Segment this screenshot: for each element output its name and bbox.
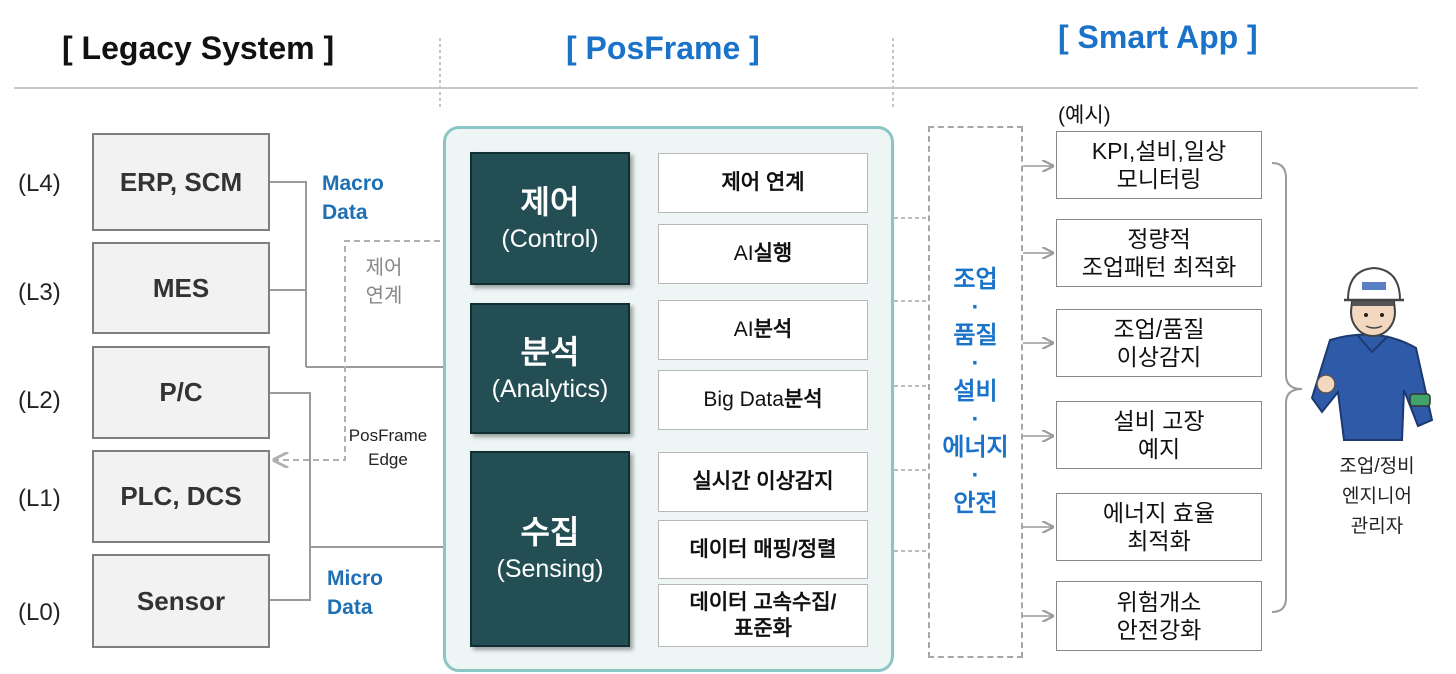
macro-line-erp xyxy=(270,181,307,367)
domain-column: 조업 · 품질 · 설비 · 에너지 · 안전 xyxy=(928,126,1023,658)
smart-app-header: [ Smart App ] xyxy=(1058,19,1258,55)
micro-line-pc xyxy=(270,392,311,601)
engineer-role-label: 조업/정비 엔지니어 관리자 xyxy=(1339,456,1415,537)
legacy-mes: MES xyxy=(92,242,270,334)
func-data-collection: 데이터 고속수집/ 표준화 xyxy=(658,584,868,647)
core-control: 제어 (Control) xyxy=(470,152,630,285)
func-ai-execution: AI 실행 xyxy=(658,224,868,284)
domain-operation: 조업 xyxy=(953,266,998,293)
legacy-system-header: [ Legacy System ] xyxy=(62,30,335,66)
level-l4: (L4) xyxy=(18,170,61,197)
macro-data-label: Macro Data xyxy=(322,172,384,224)
legacy-pc: P/C xyxy=(92,346,270,439)
domain-quality: 품질 xyxy=(953,322,998,349)
legacy-plc-dcs: PLC, DCS xyxy=(92,450,270,543)
level-l0: (L0) xyxy=(18,599,61,626)
control-link-dashed xyxy=(274,240,470,460)
apps-brace xyxy=(1271,162,1303,613)
level-l1: (L1) xyxy=(18,485,61,512)
legacy-erp-scm: ERP, SCM xyxy=(92,133,270,231)
func-ai-analysis: AI 분석 xyxy=(658,300,868,360)
core-sensing: 수집 (Sensing) xyxy=(470,451,630,647)
level-l2: (L2) xyxy=(18,387,61,414)
func-data-mapping: 데이터 매핑/정렬 xyxy=(658,520,868,579)
micro-data-label: Micro Data xyxy=(327,567,384,619)
domain-energy: 에너지 xyxy=(942,434,1009,461)
core-analytics: 분석 (Analytics) xyxy=(470,303,630,434)
func-realtime-anomaly: 실시간 이상감지 xyxy=(658,452,868,512)
example-label: (예시) xyxy=(1058,104,1111,127)
legacy-sensor: Sensor xyxy=(92,554,270,648)
domain-safety: 안전 xyxy=(953,490,998,517)
level-l3: (L3) xyxy=(18,279,61,306)
func-control-link: 제어 연계 xyxy=(658,153,868,213)
engineer-illustration xyxy=(1310,266,1434,441)
control-link-label: 제어 연계 xyxy=(365,257,403,307)
domain-equipment: 설비 xyxy=(953,378,998,405)
posframe-header: [ PosFrame ] xyxy=(566,30,760,66)
posframe-edge-label: PosFrame Edge xyxy=(348,426,428,469)
